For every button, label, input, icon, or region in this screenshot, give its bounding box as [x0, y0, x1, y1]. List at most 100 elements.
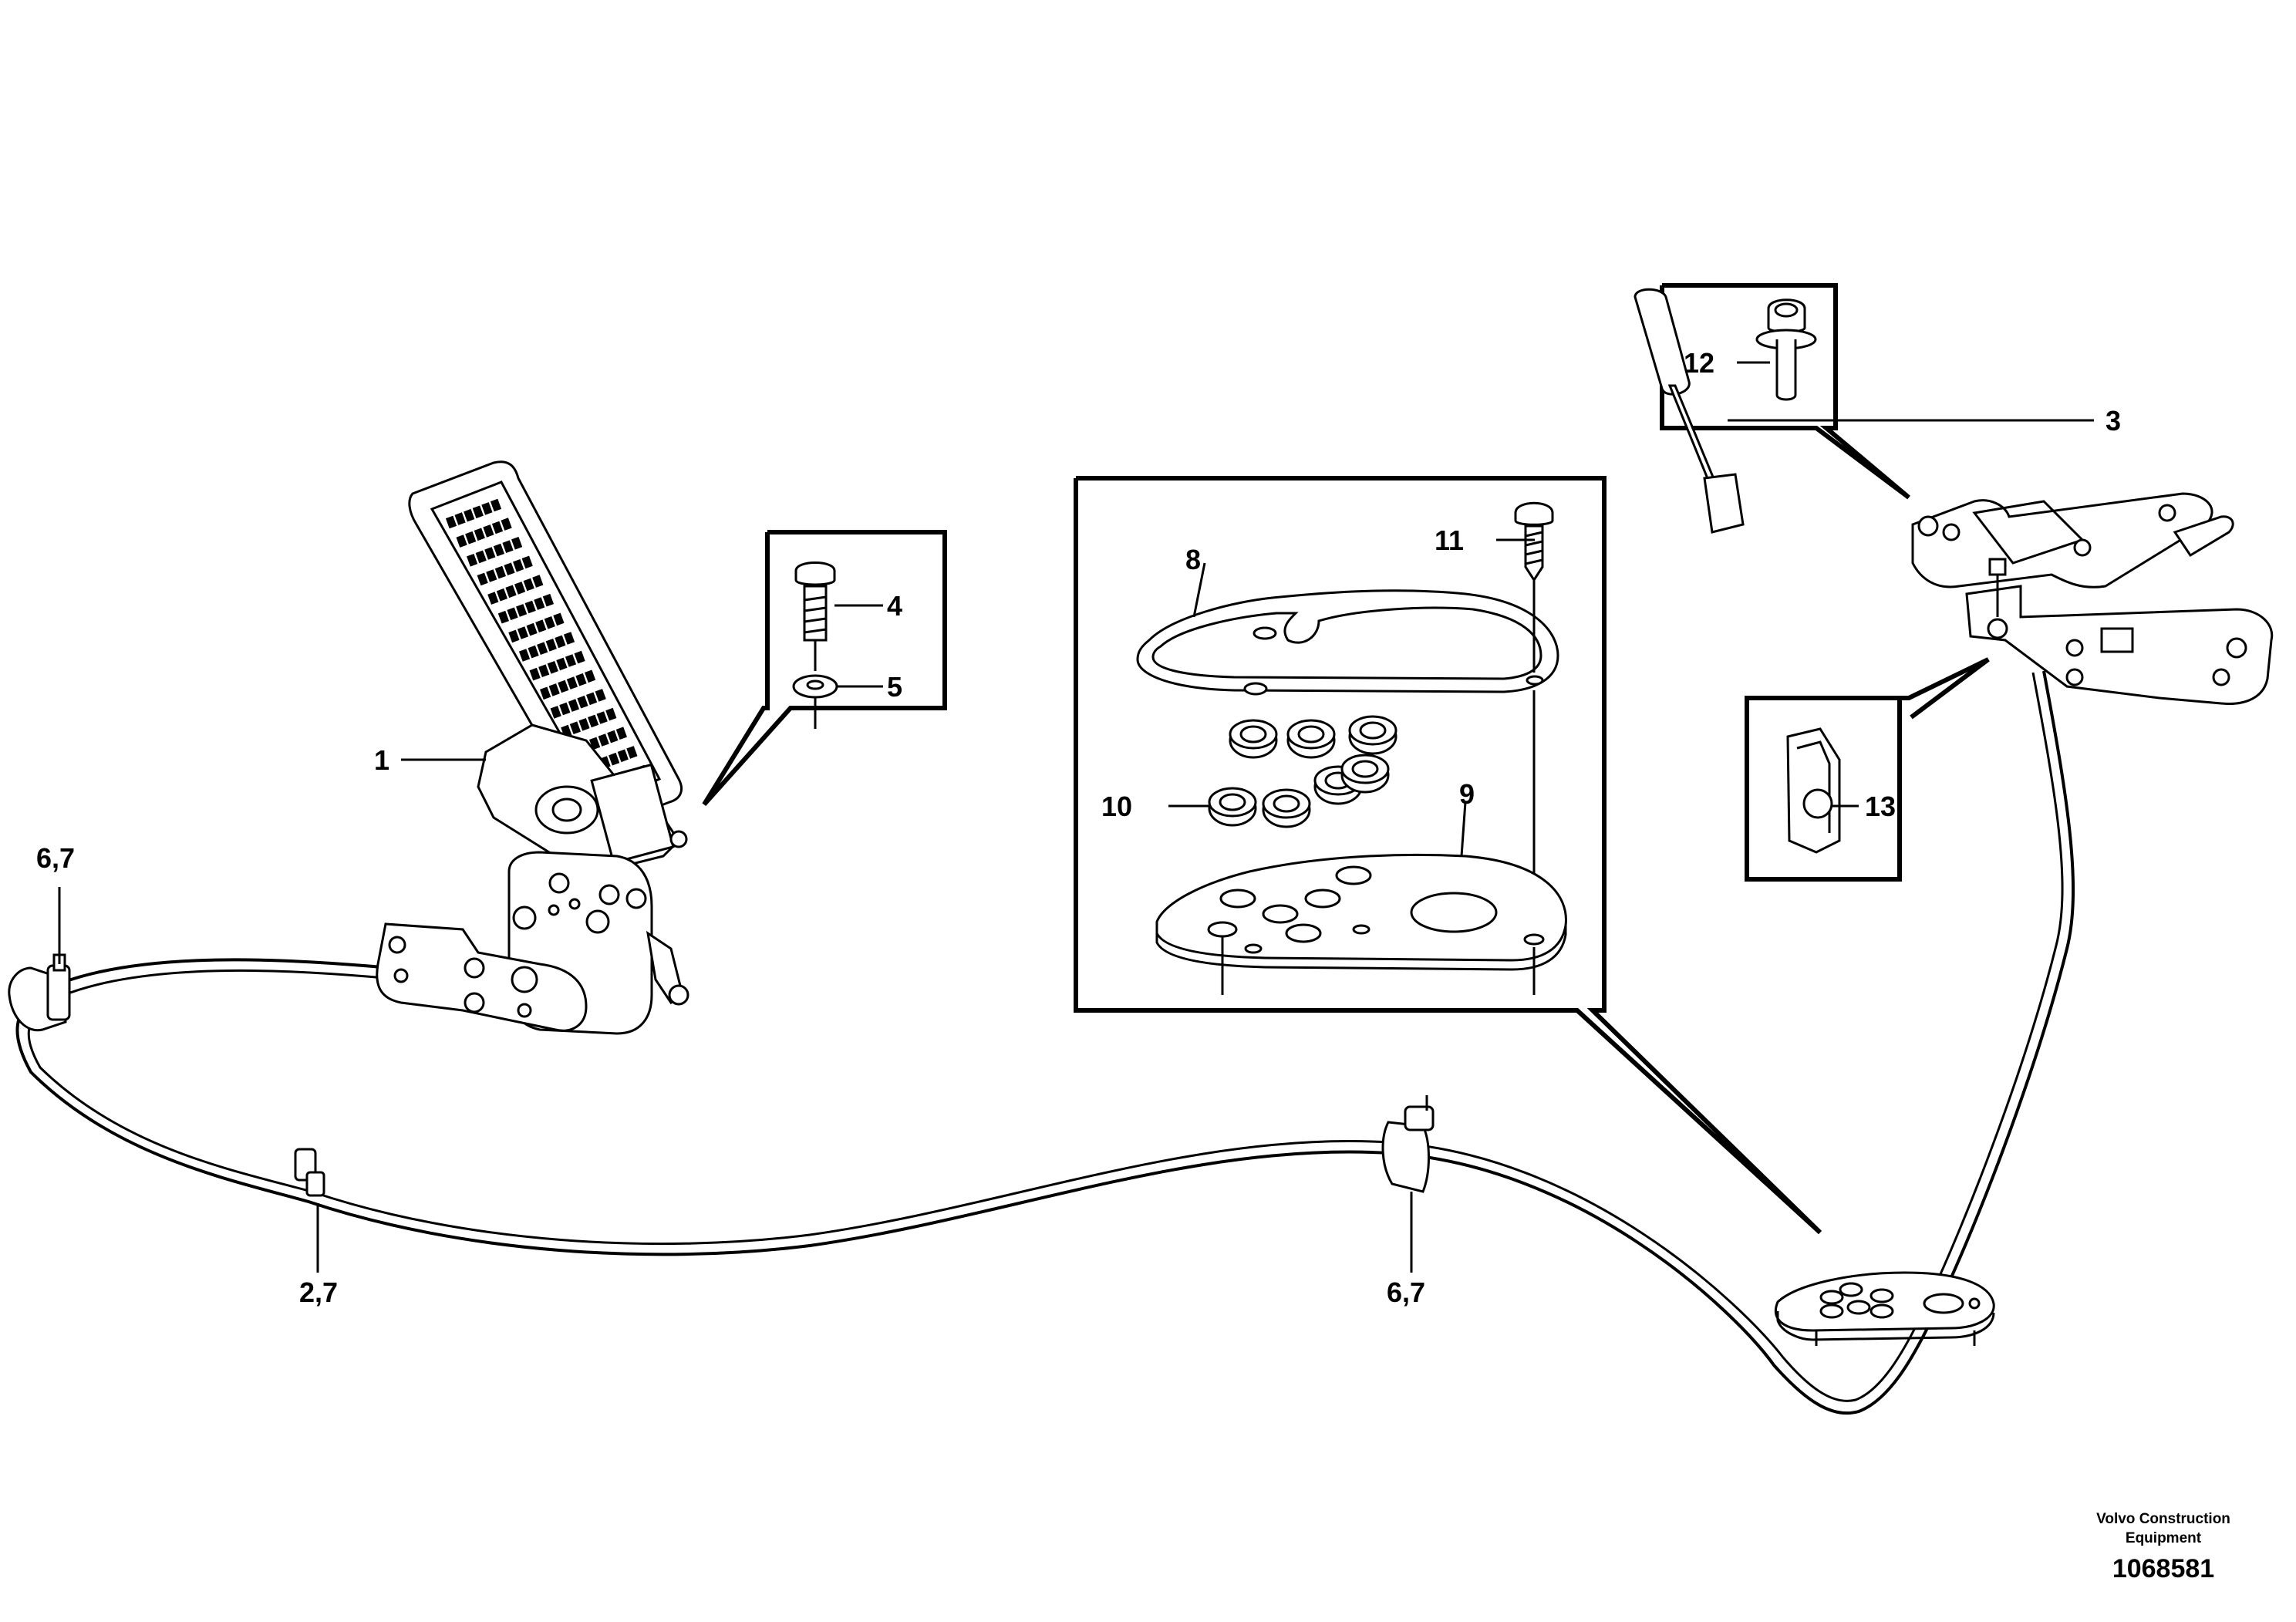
tread-slot [615, 727, 627, 740]
detail-box-screw-washer [702, 530, 947, 807]
gear-lever-assembly [1633, 288, 2274, 706]
tread-slot [555, 635, 566, 649]
tread-slot [529, 667, 541, 681]
tread-slot [558, 679, 569, 693]
label-6-7-left: 6,7 [36, 842, 75, 874]
tread-slot [548, 683, 560, 696]
company-line-2: Equipment [2126, 1530, 2202, 1546]
label-6-7-right: 6,7 [1387, 1276, 1425, 1308]
tread-slot [586, 692, 598, 706]
tread-slot [454, 512, 466, 525]
tread-slot [574, 650, 585, 664]
callout-leaders [58, 758, 1413, 1273]
tread-slot [464, 508, 475, 522]
tread-slot [542, 593, 554, 607]
label-9: 9 [1459, 778, 1475, 810]
detail-box-clip-nut [1745, 657, 1990, 882]
tread-slot [566, 676, 578, 690]
tread-slot [575, 673, 587, 686]
tread-slot [553, 612, 565, 626]
tread-slot [526, 622, 538, 636]
tread-slot [517, 626, 529, 639]
tread-slot [544, 616, 555, 629]
detail-box-flange-screw [1660, 283, 1910, 500]
tread-slot [556, 657, 568, 671]
tread-slot [595, 689, 606, 702]
tread-slot [486, 569, 497, 582]
tread-slot [465, 531, 477, 545]
label-2-7: 2,7 [299, 1276, 338, 1308]
tread-slot [484, 547, 496, 560]
tread-slot [535, 619, 547, 632]
tread-slot [504, 562, 515, 575]
tread-slot [578, 718, 590, 731]
tread-slot [540, 686, 551, 700]
tread-slot [518, 649, 531, 662]
cable-clamp-middle [294, 1148, 325, 1197]
tread-slot [607, 730, 619, 744]
tread-slot [565, 654, 577, 667]
tread-slot [491, 521, 504, 534]
tread-slot [605, 707, 617, 721]
tread-slot [514, 582, 526, 595]
accelerator-pedal-assembly [376, 460, 689, 1035]
tread-slot [502, 540, 514, 553]
grommets [1208, 715, 1397, 828]
tread-slot [513, 559, 524, 572]
tread-slot [505, 585, 517, 599]
tread-slot [626, 746, 638, 759]
tread-slot [497, 610, 509, 624]
cable-clamp-right [1381, 1095, 1435, 1193]
drawing-footer: Volvo Construction Equipment 1068581 [2096, 1511, 2230, 1583]
tread-slot [467, 554, 478, 567]
tread-slot [493, 543, 504, 557]
label-13: 13 [1865, 791, 1896, 822]
tread-slot [472, 505, 484, 519]
company-line-1: Volvo Construction [2096, 1511, 2230, 1527]
tread-slot [569, 721, 581, 734]
tread-slot [494, 565, 506, 579]
tread-slot [550, 706, 561, 719]
cable-grommet-plate [1774, 1271, 1995, 1346]
tread-slot [563, 632, 575, 645]
tread-slot [508, 629, 520, 643]
label-8: 8 [1185, 544, 1201, 575]
label-3: 3 [2106, 405, 2121, 437]
callout-labels: 1 3 4 5 8 9 10 11 12 13 6,7 2,7 6,7 [36, 347, 2121, 1308]
tread-slot [545, 639, 557, 652]
tread-slot [496, 588, 507, 602]
tread-slot [487, 592, 499, 605]
label-10: 10 [1101, 791, 1132, 822]
label-4: 4 [887, 590, 902, 622]
tread-slot [521, 555, 533, 569]
tread-slot [516, 604, 528, 617]
tread-slot [483, 524, 494, 538]
tread-slot [456, 534, 467, 548]
tread-slot [474, 528, 485, 541]
tread-slot [524, 600, 536, 614]
tread-slot [532, 575, 544, 588]
label-11: 11 [1435, 524, 1464, 556]
tread-slot [475, 550, 487, 564]
tread-slot [490, 498, 502, 512]
drawing-number: 1068581 [2112, 1554, 2214, 1583]
cable-clamp-left [8, 953, 71, 1032]
tread-slot [445, 515, 457, 529]
tread-slot [477, 572, 488, 586]
control-cable [15, 670, 2075, 1415]
tread-slot [511, 537, 523, 550]
tread-slot [617, 749, 629, 763]
label-1: 1 [374, 744, 389, 776]
tread-slot [609, 752, 620, 766]
tread-slot [585, 669, 596, 683]
label-12: 12 [1684, 347, 1714, 379]
tread-slot [577, 695, 588, 709]
tread-slot [559, 702, 571, 716]
tread-slot [537, 642, 548, 655]
tread-slot [501, 518, 512, 531]
tread-slot [547, 661, 558, 674]
tread-slot [538, 664, 550, 677]
tread-slot [568, 699, 579, 712]
tread-slot [534, 597, 545, 610]
tread-slot [528, 645, 539, 659]
